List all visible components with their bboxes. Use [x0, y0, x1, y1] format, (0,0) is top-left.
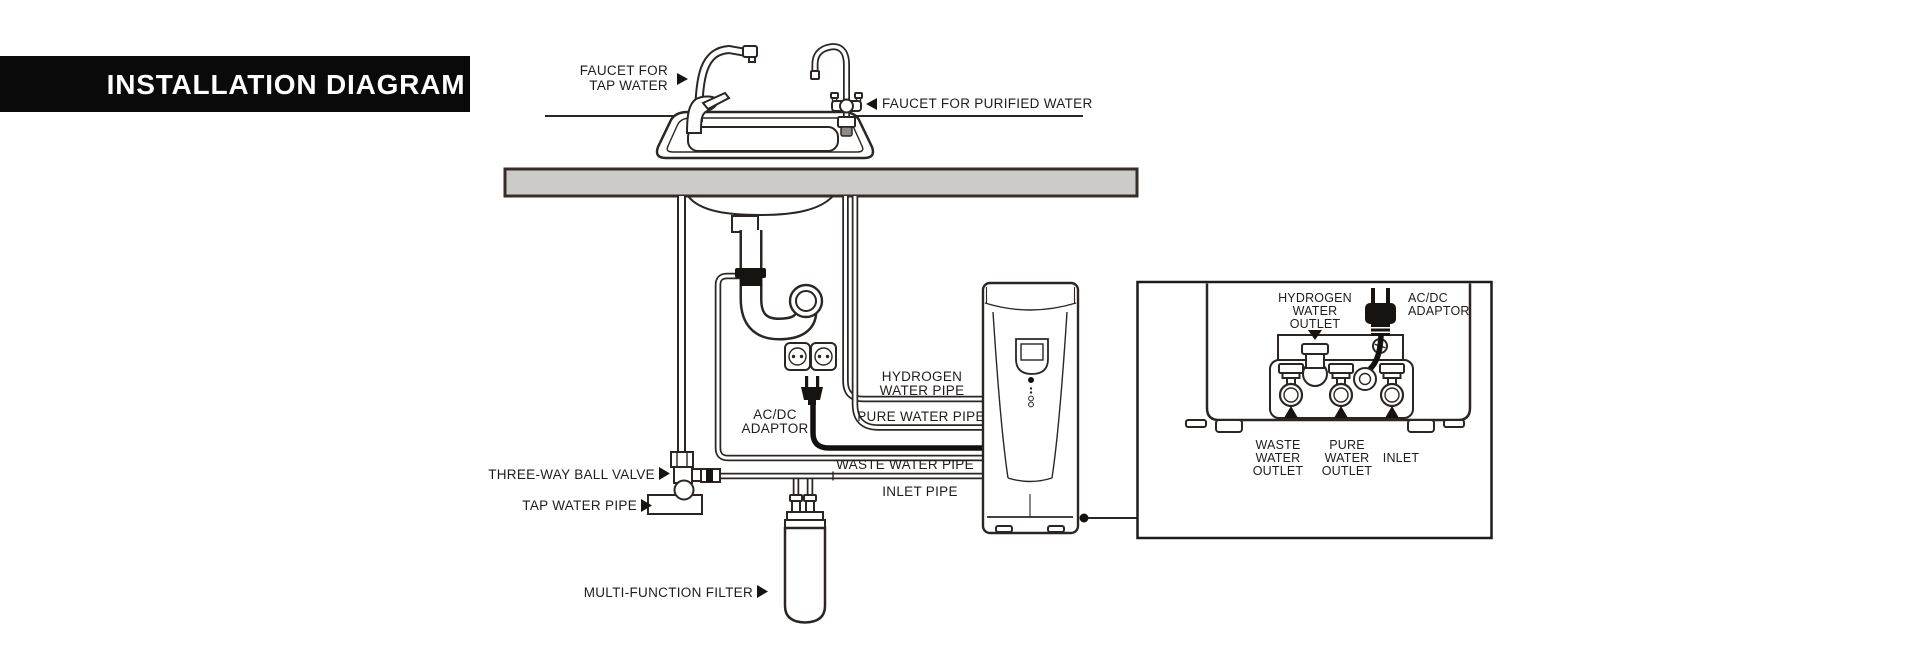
waste-clamp: [735, 268, 766, 278]
detail-box-border: [1136, 280, 1493, 540]
arrow-up-icon: [1385, 406, 1399, 418]
pure-outlet-label: OUTLET: [1322, 464, 1373, 478]
pure-outlet-connector: [1328, 363, 1354, 418]
rear-foot: [1443, 419, 1465, 428]
valve-top-nut: [670, 451, 694, 468]
arrow-right-icon: [659, 467, 670, 480]
multi-function-filter: [783, 494, 827, 624]
three-way-ball-valve: [647, 451, 721, 515]
power-plug: [801, 376, 823, 405]
faucet-purified-label: FAUCET FOR PURIFIED WATER: [882, 96, 1093, 111]
title-banner-bg: [0, 56, 470, 112]
hydrogen-outlet-label: OUTLET: [1290, 317, 1341, 331]
title-banner: INSTALLATION DIAGRAM: [0, 56, 470, 112]
acdc-adaptor-label: ADAPTOR: [1408, 304, 1470, 318]
rear-foot: [1185, 419, 1207, 428]
plug-prong: [1371, 288, 1375, 305]
sink-outer-rim: [655, 110, 875, 160]
valve-ball: [673, 479, 695, 501]
plug-body: [801, 387, 823, 400]
waste-outlet-label: WATER: [1256, 451, 1301, 465]
multi-filter-label: MULTI-FUNCTION FILTER: [584, 585, 753, 600]
plug-prong: [805, 376, 809, 387]
detail-box: HYDROGEN WATER OUTLET AC/DC ADAPTOR WAST…: [1136, 280, 1493, 540]
sink: [655, 110, 875, 160]
arrow-up-icon: [1334, 406, 1348, 418]
acdc-plug: [1353, 288, 1396, 391]
purified-faucet-left-knob: [830, 92, 839, 99]
waste-pipe-label: WASTE WATER PIPE: [836, 457, 974, 472]
waste-outlet-connector: [1278, 363, 1304, 418]
plug-body: [1365, 303, 1396, 324]
dispenser-outlet: [1020, 343, 1044, 361]
three-way-valve-label: THREE-WAY BALL VALVE: [488, 467, 655, 482]
plug-prong: [816, 376, 820, 387]
tap-water-pipe-label: TAP WATER PIPE: [522, 498, 637, 513]
callout-dot: [1079, 513, 1089, 523]
device-foot: [995, 525, 1013, 533]
hydrogen-pipe-label: WATER PIPE: [880, 383, 965, 398]
ac-cable: [810, 400, 986, 451]
tap-faucet-handle: [701, 91, 731, 111]
pure-pipe-label: PURE WATER PIPE: [857, 409, 985, 424]
indicator-dot: [1028, 377, 1034, 383]
inlet-pipe-label: INLET PIPE: [882, 484, 958, 499]
purified-faucet: [810, 43, 863, 137]
acdc-adaptor-label: ADAPTOR: [741, 421, 808, 436]
inlet-connector: [1379, 363, 1405, 418]
acdc-adaptor-label: AC/DC: [753, 407, 797, 422]
sink-underside: [687, 195, 834, 217]
arrow-right-icon: [677, 73, 688, 85]
waste-outlet-label: WASTE: [1256, 438, 1301, 452]
tap-faucet-nozzle: [748, 56, 756, 63]
hydrogen-outlet-label: HYDROGEN: [1278, 291, 1352, 305]
rear-foot: [1215, 419, 1243, 433]
dispenser-recess: [1015, 338, 1049, 375]
arrow-right-icon: [757, 585, 768, 598]
device-foot: [1047, 525, 1065, 533]
pure-outlet-label: WATER: [1325, 451, 1370, 465]
hydrogen-outlet-fitting: [1301, 343, 1329, 355]
purified-faucet-right-knob: [854, 92, 863, 99]
hydrogen-pipe-label: HYDROGEN: [882, 369, 962, 384]
tap-faucet-spout-tip: [742, 45, 758, 58]
trap-outlet-flange: [788, 283, 824, 319]
faucet-tap-label: TAP WATER: [589, 78, 668, 93]
power-outlets: [784, 342, 837, 371]
faucet-tap-label: FAUCET FOR: [580, 63, 668, 78]
plug-prong: [1386, 288, 1390, 305]
arrow-right-icon: [641, 499, 652, 512]
drain-trap: [731, 215, 824, 329]
purified-faucet-valve-body: [839, 98, 854, 114]
acdc-adaptor-label: AC/DC: [1408, 291, 1448, 305]
waste-outlet-label: OUTLET: [1253, 464, 1304, 478]
inlet-label: INLET: [1383, 451, 1420, 465]
tap-water-pipe-stub: [647, 494, 703, 515]
purified-faucet-base: [840, 126, 853, 137]
arrow-up-icon: [1284, 406, 1298, 418]
hydrogen-outlet-label: WATER: [1293, 304, 1338, 318]
rear-foot: [1407, 419, 1435, 433]
sink-basin: [687, 126, 839, 152]
arrow-down-icon: [1308, 330, 1322, 340]
countertop: [503, 167, 1139, 198]
device-top-seam: [984, 302, 1077, 311]
filter-head: [786, 511, 824, 521]
drain-flange: [731, 215, 759, 233]
tap-faucet: [685, 44, 758, 134]
pure-outlet-label: PURE: [1329, 438, 1365, 452]
purified-faucet-nozzle: [810, 70, 820, 80]
filter-body: [783, 526, 827, 624]
arrow-left-icon: [866, 98, 877, 110]
page-title: INSTALLATION DIAGRAM: [107, 69, 466, 100]
water-ionizer-device: [981, 281, 1080, 535]
power-socket-port: [1353, 367, 1377, 391]
purified-faucet-nut: [837, 116, 856, 128]
